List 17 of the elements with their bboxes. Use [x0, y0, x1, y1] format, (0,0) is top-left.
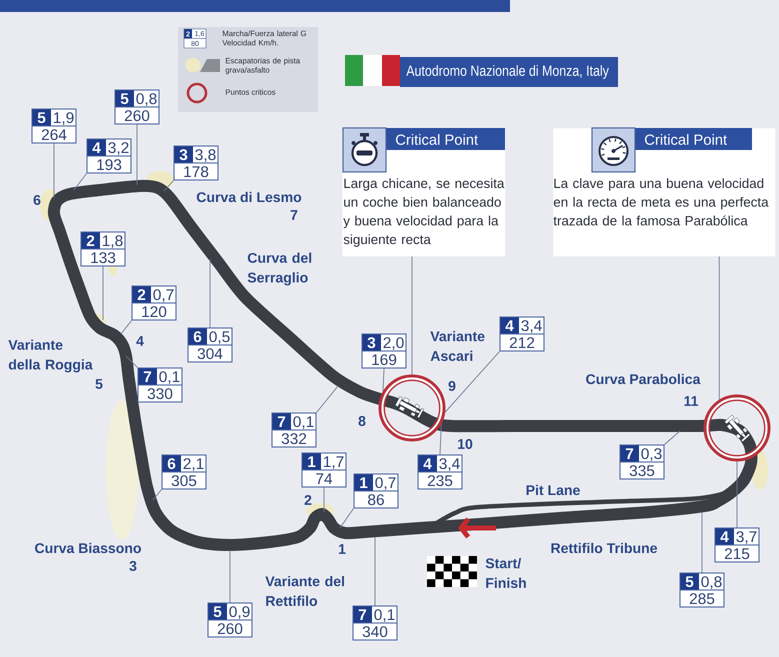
- track-label: Variante del Rettifilo: [265, 576, 344, 606]
- turn-number: 6: [34, 195, 40, 205]
- turn-number: 1: [338, 544, 346, 554]
- turn-number: 3: [129, 561, 136, 571]
- data-box: 5 0,8 260: [114, 90, 160, 124]
- data-box: 4 3,2 193: [86, 138, 132, 174]
- track-label: Curva Biassono: [35, 542, 141, 554]
- data-box: 5 0,9 260: [208, 602, 252, 638]
- leader-line: [136, 124, 138, 186]
- data-box: 5 0,8 285: [680, 572, 724, 608]
- data-box: 3 3,8 178: [174, 146, 218, 180]
- data-box: 5 1,9 264: [32, 108, 76, 144]
- title-band: Autodromo Nazionale di Monza, Italy: [400, 57, 618, 87]
- track-label: Rettifilo Tribune: [551, 542, 658, 554]
- track-label: Start/ Finish: [486, 558, 526, 588]
- data-box: 7 0,1 340: [352, 606, 398, 640]
- leader-line: [374, 536, 376, 606]
